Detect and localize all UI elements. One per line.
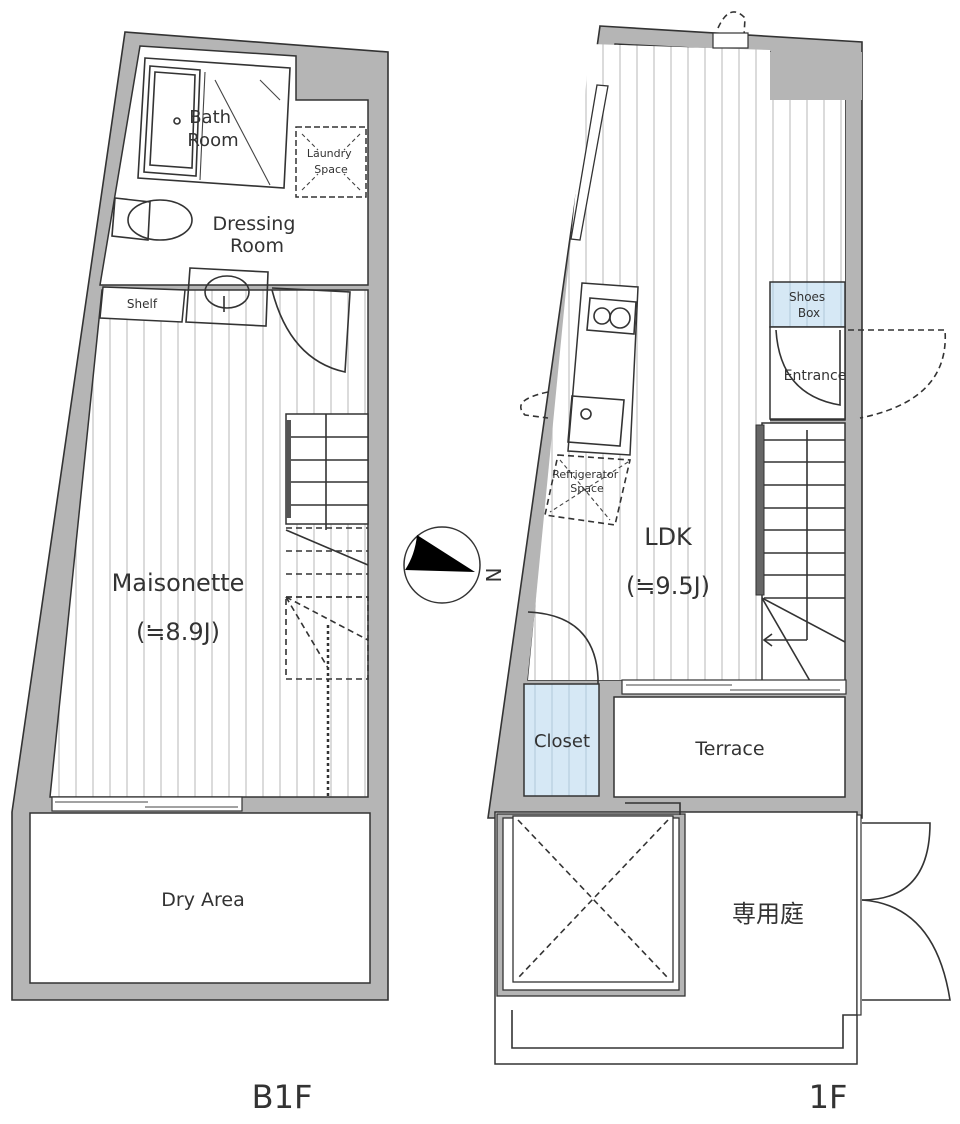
refrigerator-space-label: Refrigerator Space — [552, 468, 621, 495]
1f-stairs — [755, 422, 846, 682]
terrace — [613, 696, 846, 798]
drain-icon — [173, 117, 181, 125]
compass: N — [403, 526, 506, 604]
maisonette-label: Maisonette — [112, 569, 245, 597]
floor-label-b1f: B1F — [252, 1078, 313, 1116]
laundry-space — [295, 126, 367, 198]
gate-door-upper — [861, 822, 931, 901]
b1f-stairs — [285, 413, 369, 797]
refrigerator-space — [544, 454, 631, 526]
b1f-door — [271, 287, 351, 373]
kitchen-counter — [567, 282, 639, 456]
ldk-area: (≒9.5J) — [626, 572, 710, 600]
b1f-plan: Bath Room Laundry Space Dressing Room Sh… — [11, 31, 389, 1001]
wash-basin-icon — [185, 267, 269, 327]
private-garden-label: 専用庭 — [732, 900, 804, 928]
closet-label: Closet — [534, 731, 590, 752]
dry-area — [29, 812, 371, 984]
1f-sliding-window — [621, 679, 847, 695]
shoes-box — [769, 281, 846, 328]
shelf — [99, 286, 186, 323]
entrance-door-arc — [775, 329, 841, 406]
1f-plan: Shoes Box Entrance Refrigerator Space LD… — [487, 11, 951, 1065]
1f-side-window — [570, 84, 609, 241]
north-arrow-icon — [405, 535, 475, 572]
stove-icon — [586, 297, 637, 335]
shelf-label: Shelf — [127, 297, 158, 311]
top-window-arc — [717, 11, 746, 37]
kitchen-door-arc — [520, 391, 549, 419]
terrace-label: Terrace — [694, 738, 764, 760]
entrance-label: Entrance — [784, 368, 847, 384]
void-area — [496, 802, 686, 997]
dry-area-label: Dry Area — [161, 889, 244, 911]
maisonette-area: (≒8.9J) — [136, 618, 220, 646]
closet — [523, 683, 600, 797]
ldk-label: LDK — [644, 523, 693, 551]
north-label: N — [482, 568, 506, 583]
floor-label-1f: 1F — [809, 1078, 848, 1116]
bath-room-label: Bath Room — [187, 107, 238, 151]
dressing-room-label: Dressing Room — [213, 213, 302, 257]
exterior-door-arc — [848, 329, 947, 419]
bath-room — [137, 57, 291, 189]
laundry-space-label: Laundry Space — [307, 147, 355, 176]
sink-icon — [567, 395, 625, 447]
shoes-box-label: Shoes Box — [789, 290, 829, 320]
gate-door-lower — [861, 899, 951, 1001]
b1f-sliding-window — [51, 796, 243, 812]
toilet-icon — [111, 197, 193, 241]
closet-door-arc — [527, 611, 599, 688]
